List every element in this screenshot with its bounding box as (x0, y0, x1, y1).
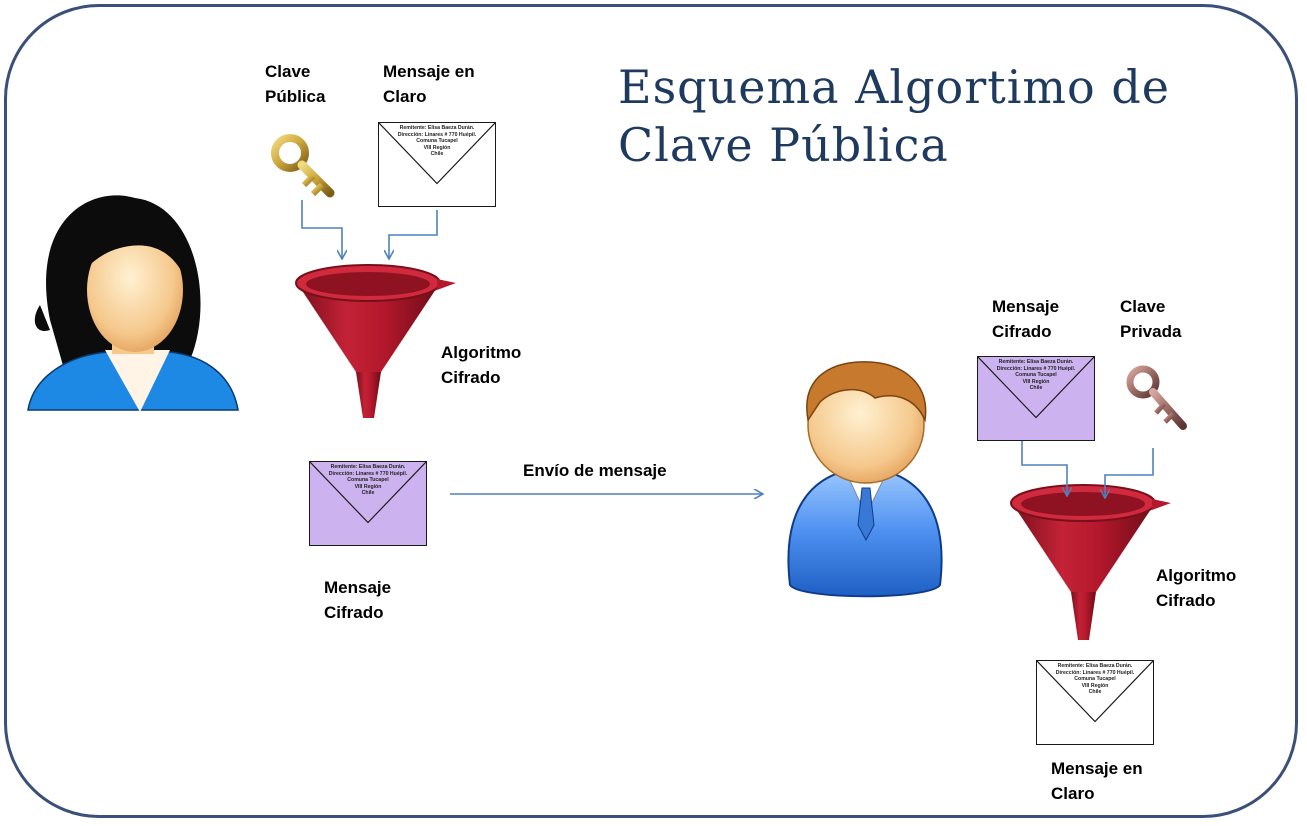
envelope-address: Remitente: Elisa Baeza Durán.Dirección: … (996, 359, 1076, 392)
envelope-address: Remitente: Elisa Baeza Durán.Dirección: … (1055, 663, 1135, 696)
cipher-message-label: Mensaje Cifrado (324, 578, 392, 622)
cipher-message-envelope: Remitente: Elisa Baeza Durán.Dirección: … (309, 461, 427, 546)
cipher-message-envelope: Remitente: Elisa Baeza Durán.Dirección: … (977, 356, 1095, 441)
send-message-label: Envío de mensaje (523, 461, 667, 480)
receiver-cipher-label: Mensaje Cifrado (992, 297, 1060, 341)
woman-user-icon (27, 195, 239, 412)
decryption-algorithm-label: Algoritmo Cifrado (1156, 566, 1237, 610)
funnel-icon (1010, 484, 1171, 640)
public-key-label: Clave Pública (265, 62, 326, 106)
key-to-funnel-arrow (301, 200, 342, 258)
plain-message-envelope: Remitente: Elisa Baeza Durán.Dirección: … (378, 122, 496, 207)
private-key-label: Clave Privada (1120, 297, 1182, 341)
red-key-icon (1126, 365, 1187, 430)
receiver-plain-label: Mensaje en Claro (1051, 759, 1143, 803)
plain-message-label: Mensaje en Claro (383, 62, 475, 106)
title-line-2: Clave Pública (618, 118, 949, 172)
encryption-algorithm-label: Algoritmo Cifrado (441, 343, 522, 387)
message-to-funnel-arrow (389, 210, 438, 258)
man-user-icon (787, 361, 943, 598)
cipher-to-funnel-arrow (1021, 440, 1067, 495)
envelope-address: Remitente: Elisa Baeza Durán.Dirección: … (397, 125, 477, 158)
gold-key-icon (271, 134, 335, 198)
connector-arrows (301, 200, 1154, 497)
funnel-icon (295, 264, 456, 418)
private-key-to-funnel-arrow (1105, 448, 1154, 497)
plain-message-envelope: Remitente: Elisa Baeza Durán.Dirección: … (1036, 660, 1154, 745)
title-line-1: Esquema Algortimo de (618, 60, 1171, 114)
envelope-address: Remitente: Elisa Baeza Durán.Dirección: … (328, 464, 408, 497)
diagram-title: Esquema Algortimo de Clave Pública (618, 58, 1170, 174)
